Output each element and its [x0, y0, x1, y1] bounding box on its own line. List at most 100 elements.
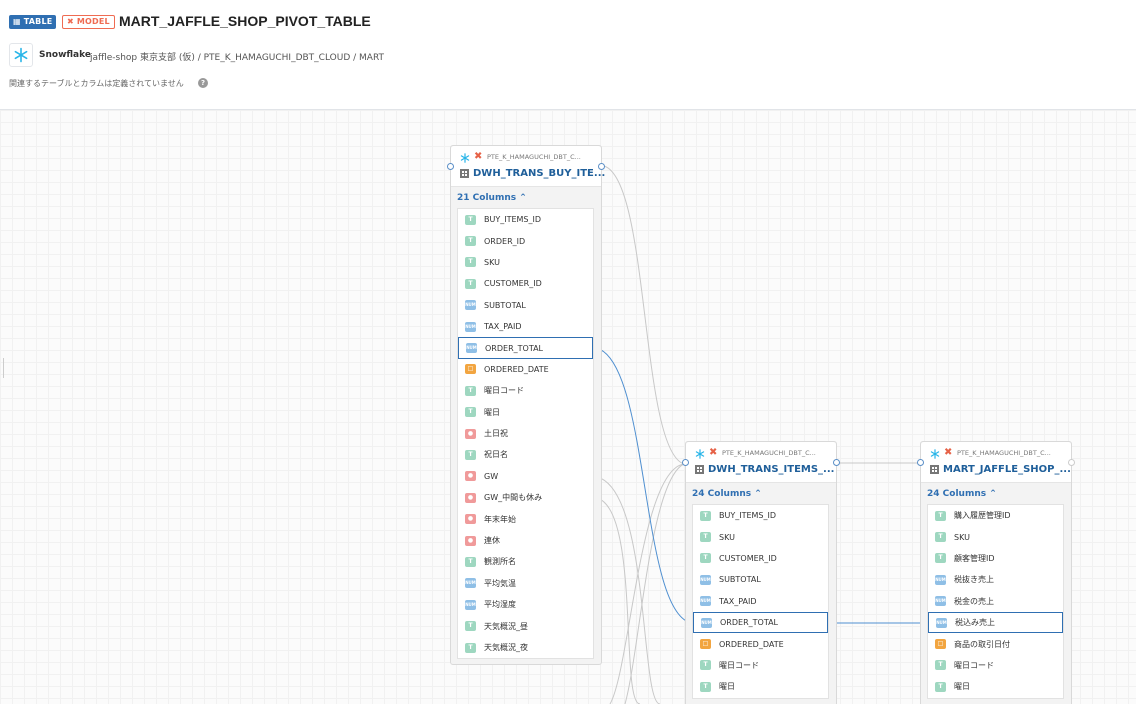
column-row[interactable]: □ORDERED_DATE — [693, 633, 828, 654]
edge-lower-1 — [609, 463, 685, 704]
input-handle[interactable] — [917, 459, 924, 466]
lineage-canvas[interactable]: ✖ PTE_K_HAMAGUCHI_DBT_C... DWH_TRANS_BUY_I… — [0, 110, 1136, 704]
column-row[interactable]: ●土日祝 — [458, 423, 593, 444]
column-row[interactable]: NUM 平均気温 — [458, 573, 593, 594]
column-row[interactable]: □商品の取引日付 — [928, 633, 1063, 654]
column-row[interactable]: ●GW — [458, 466, 593, 487]
column-name: CUSTOMER_ID — [719, 553, 777, 563]
help-icon[interactable]: ? — [198, 78, 208, 88]
column-name: 天気概況_夜 — [484, 643, 528, 652]
column-name: 曜日 — [954, 682, 970, 692]
column-type-icon: NUM — [700, 574, 711, 585]
node-title[interactable]: DWH_TRANS_ITEMS_... — [708, 464, 835, 475]
table-node-dwh-trans-buy-items[interactable]: ✖PTE_K_HAMAGUCHI_DBT_C...DWH_TRANS_BUY_I… — [447, 145, 605, 665]
node-title[interactable]: DWH_TRANS_BUY_ITE... — [473, 168, 606, 179]
columns-toggle[interactable]: 24 Columns ⌃ — [927, 489, 997, 499]
column-name: 曜日コード — [484, 386, 524, 396]
node-header[interactable]: ✖PTE_K_HAMAGUCHI_DBT_C...DWH_TRANS_ITEMS… — [686, 442, 836, 483]
table-node-mart-jaffle-shop[interactable]: ✖ PTE_K_HAMAGUCHI_DBT_C... MART_JAFFLE_SHO… — [917, 441, 1075, 704]
column-type-icon: T — [465, 407, 476, 418]
column-name: 顧客管理ID — [954, 553, 995, 563]
column-name: 税金の売上 — [954, 596, 994, 606]
model-icon: ✖ — [944, 447, 953, 458]
column-type-icon: T — [935, 553, 946, 564]
table-node-dwh-trans-items[interactable]: ✖PTE_K_HAMAGUCHI_DBT_C...DWH_TRANS_ITEMS… — [682, 441, 840, 704]
column-type-icon: NUM — [465, 578, 476, 589]
node-title[interactable]: MART_JAFFLE_SHOP_... — [943, 464, 1071, 475]
column-row[interactable]: NUM 税金の売上 — [928, 591, 1063, 612]
chevron-up-icon: ⌃ — [519, 193, 527, 203]
column-type-icon: T — [935, 532, 946, 543]
column-name: 曜日 — [484, 407, 500, 417]
input-handle[interactable] — [682, 459, 689, 466]
output-handle[interactable] — [1068, 459, 1075, 466]
column-name: 平均気温 — [484, 578, 516, 588]
column-row[interactable]: ●連休 — [458, 530, 593, 551]
table-grid-icon — [930, 465, 939, 474]
column-type-icon: T — [700, 681, 711, 692]
model-badge: ✖ MODEL — [62, 15, 115, 29]
edge-order-total-a-b — [595, 347, 693, 624]
column-name: ORDERED_DATE — [484, 364, 549, 374]
column-type-icon: NUM — [465, 599, 476, 610]
column-name: ORDER_TOTAL — [720, 618, 779, 628]
column-type-icon: T — [465, 385, 476, 396]
column-name: ORDER_ID — [484, 236, 526, 246]
node-schema: PTE_K_HAMAGUCHI_DBT_C... — [957, 449, 1051, 457]
column-name: 曜日コード — [719, 660, 759, 670]
columns-toggle[interactable]: 21 Columns ⌃ — [457, 193, 527, 203]
node-header[interactable]: ✖ PTE_K_HAMAGUCHI_DBT_C... MART_JAFFLE_SHO… — [921, 442, 1071, 483]
column-type-icon: NUM — [935, 596, 946, 607]
model-icon: ✖ — [709, 447, 718, 458]
column-name: 税込み売上 — [955, 618, 995, 628]
model-badge-label: MODEL — [76, 17, 110, 26]
input-handle[interactable] — [447, 163, 454, 170]
source-path[interactable]: jaffle-shop 東京支部 (仮) / PTE_K_HAMAGUCHI_D… — [90, 53, 385, 63]
column-row[interactable]: ●GW_中間も休み — [458, 487, 593, 508]
column-row[interactable]: T 顧客管理ID — [928, 548, 1063, 569]
lineage-edges — [595, 165, 927, 704]
column-name: BUY_ITEMS_ID — [484, 215, 542, 225]
column-type-icon: NUM — [466, 343, 477, 354]
column-row[interactable]: T 曜日コード — [458, 380, 593, 401]
output-handle[interactable] — [598, 163, 605, 170]
column-row[interactable]: T 曜日 — [458, 402, 593, 423]
node-header[interactable]: ✖PTE_K_HAMAGUCHI_DBT_C...DWH_TRANS_BUY_I… — [451, 146, 605, 187]
snowflake-icon — [9, 43, 33, 67]
column-type-icon: T — [465, 621, 476, 632]
column-type-icon: ● — [465, 514, 476, 525]
column-name: TAX_PAID — [719, 596, 757, 606]
columns-toggle[interactable]: 24 Columns ⌃ — [692, 489, 762, 499]
output-handle[interactable] — [833, 459, 840, 466]
column-row[interactable]: □ORDERED_DATE — [458, 359, 593, 380]
column-row[interactable]: ●年末年始 — [458, 508, 593, 529]
panel-toggle-handle[interactable] — [0, 358, 4, 378]
column-type-icon: □ — [935, 639, 946, 650]
